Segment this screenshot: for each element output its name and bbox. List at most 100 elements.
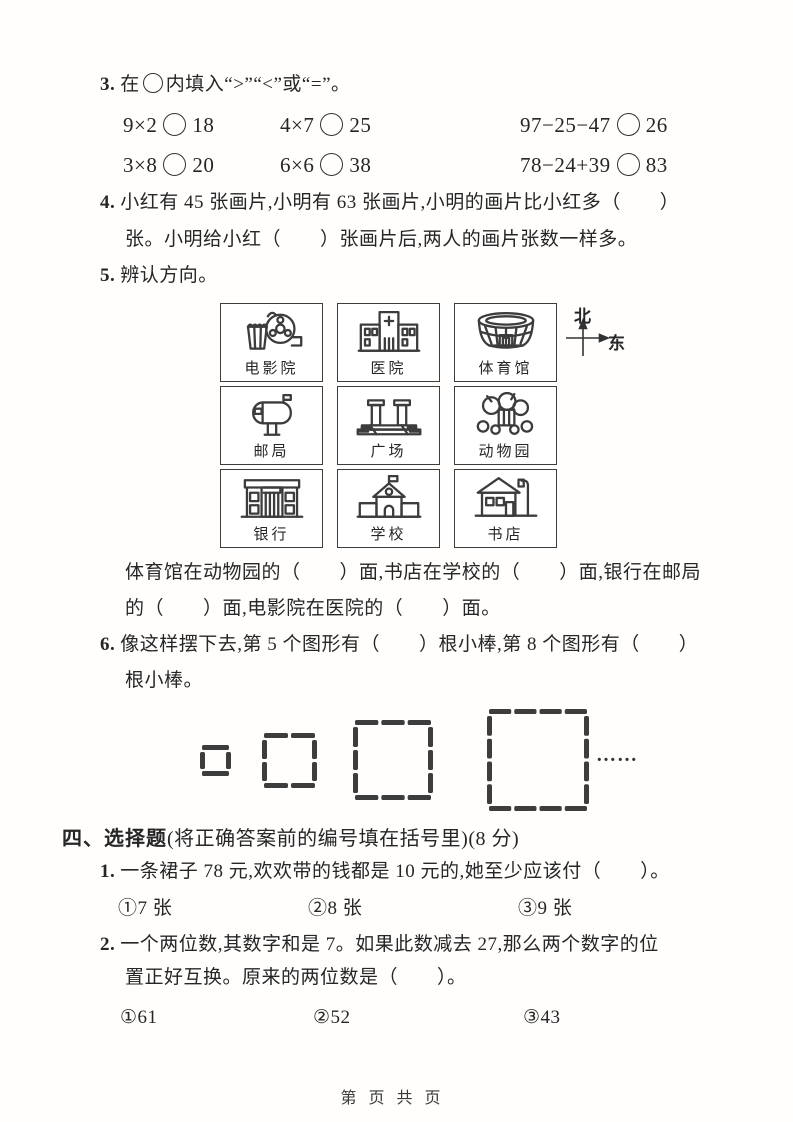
compass-east-label: 东 [608, 334, 625, 353]
q6-text-2: 根小棒。 [125, 670, 204, 691]
bank-icon [221, 470, 322, 528]
expression-left: 4×7 [280, 113, 315, 137]
choice-q2-text-1: 一个两位数,其数字和是 7。如果此数减去 27,那么两个数字的位 [120, 934, 659, 955]
map-cell-zoo: 动物园 [454, 386, 557, 465]
choice-q2-text-2: 置正好互换。原来的两位数是（ ）。 [125, 967, 467, 988]
expression-right: 18 [192, 113, 215, 137]
compass-cross-icon [566, 317, 611, 356]
answer-circle [163, 113, 187, 136]
matchstick-square [353, 720, 433, 800]
choice-q2-line-2: 置正好互换。原来的两位数是（ ）。 [125, 966, 467, 990]
zoo-icon [455, 387, 556, 445]
section4-header: 四、选择题(将正确答案前的编号填在括号里)(8 分) [62, 822, 519, 851]
expression-right: 83 [645, 153, 668, 177]
q5-title: 辨认方向。 [120, 265, 218, 286]
answer-circle [320, 113, 344, 136]
comparison-item: 4×7 25 [280, 113, 371, 138]
q6-line-1: 6.像这样摆下去,第 5 个图形有（ ）根小棒,第 8 个图形有（ ） [100, 633, 698, 657]
map-cell-stadium: 体育馆 [454, 303, 557, 382]
expression-right: 20 [192, 153, 215, 177]
q4-line-2: 张。小明给小红（ ）张画片后,两人的画片张数一样多。 [125, 228, 637, 252]
q5-fill-text-1: 体育馆在动物园的（ ）面,书店在学校的（ ）面,银行在邮局 [125, 562, 702, 583]
expression-right: 38 [349, 153, 372, 177]
q5-fill-line-2: 的（ ）面,电影院在医院的（ ）面。 [125, 597, 501, 621]
matchstick-square [487, 709, 589, 811]
expression-right: 26 [645, 113, 668, 137]
q6-line-2: 根小棒。 [125, 669, 203, 693]
comparison-item: 97−25−47 26 [520, 113, 668, 138]
q6-text-1: 像这样摆下去,第 5 个图形有（ ）根小棒,第 8 个图形有（ ） [120, 634, 699, 655]
expression-left: 9×2 [123, 113, 158, 137]
answer-circle [616, 153, 640, 176]
q4-text-1: 小红有 45 张画片,小明有 63 张画片,小明的画片比小红多（ ） [120, 192, 680, 213]
map-cell-school: 学校 [337, 469, 440, 548]
q6-number: 6. [100, 634, 116, 655]
choice-q2-option-1: ①61 [120, 1007, 158, 1028]
q3-number: 3. [100, 74, 116, 95]
matchstick-square [262, 733, 317, 788]
q5-title-line: 5.辨认方向。 [100, 264, 218, 288]
comparison-item: 9×2 18 [123, 113, 214, 138]
plaza-icon [338, 387, 439, 445]
map-cell-hospital: 医院 [337, 303, 440, 382]
choice-q1-line: 1.一条裙子 78 元,欢欢带的钱都是 10 元的,她至少应该付（ ）。 [100, 860, 670, 884]
choice-q1-option-1: ①7 张 [118, 898, 173, 919]
map-cell-plaza: 广场 [337, 386, 440, 465]
choice-q2-line-1: 2.一个两位数,其数字和是 7。如果此数减去 27,那么两个数字的位 [100, 933, 659, 957]
q3-prompt: 3.在 内填入“>”“<”或“=”。 [100, 73, 351, 97]
section4-header-note: (将正确答案前的编号填在括号里)(8 分) [167, 828, 520, 850]
choice-q1-option-3: ③9 张 [518, 898, 573, 919]
blank-circle-icon [142, 73, 163, 93]
compass-rose: 北 东 [562, 300, 634, 364]
expression-left: 78−24+39 [520, 153, 611, 177]
map-cell-label: 银行 [253, 527, 290, 543]
answer-circle [616, 113, 640, 136]
map-cell-post-office: 邮局 [220, 386, 323, 465]
expression-left: 6×6 [280, 153, 315, 177]
choice-q1-number: 1. [100, 861, 116, 882]
map-cell-label: 学校 [370, 527, 407, 543]
q4-line-1: 4.小红有 45 张画片,小明有 63 张画片,小明的画片比小红多（ ） [100, 191, 679, 215]
map-cell-label: 医院 [370, 361, 407, 377]
choice-q2-number: 2. [100, 934, 116, 955]
school-icon [338, 470, 439, 528]
pattern-ellipsis: …… [596, 744, 638, 766]
q5-fill-line-1: 体育馆在动物园的（ ）面,书店在学校的（ ）面,银行在邮局 [125, 561, 701, 585]
map-cell-label: 书店 [487, 527, 524, 543]
q3-prompt-before: 在 [120, 74, 140, 95]
map-cell-label: 动物园 [478, 444, 533, 460]
compass-north-label: 北 [574, 307, 591, 326]
map-cell-label: 邮局 [253, 444, 290, 460]
map-cell-bookstore: 书店 [454, 469, 557, 548]
q3-prompt-after: 内填入“>”“<”或“=”。 [165, 74, 351, 95]
expression-left: 3×8 [123, 153, 158, 177]
map-cell-label: 体育馆 [478, 361, 533, 377]
comparison-item: 6×6 38 [280, 153, 371, 178]
bookstore-icon [455, 470, 556, 528]
map-cell-label: 电影院 [244, 361, 299, 377]
q4-text-2: 张。小明给小红（ ）张画片后,两人的画片张数一样多。 [125, 229, 638, 250]
answer-circle [320, 153, 344, 176]
choice-q2-option-2: ②52 [313, 1007, 351, 1028]
choice-q1-text: 一条裙子 78 元,欢欢带的钱都是 10 元的,她至少应该付（ ）。 [120, 861, 670, 882]
page-footer: 第页共页 [340, 1090, 453, 1107]
q5-fill-text-2: 的（ ）面,电影院在医院的（ ）面。 [125, 598, 501, 619]
direction-map-grid: 电影院 医院 体育馆 邮局 广场 动物园 银行 学校 [220, 303, 557, 548]
hospital-icon [338, 304, 439, 362]
stadium-icon [455, 304, 556, 362]
mailbox-icon [221, 387, 322, 445]
answer-circle [163, 153, 187, 176]
q4-number: 4. [100, 192, 116, 213]
q5-number: 5. [100, 265, 116, 286]
expression-right: 25 [349, 113, 372, 137]
choice-q1-option-2: ②8 张 [308, 898, 363, 919]
cinema-icon [221, 304, 322, 362]
expression-left: 97−25−47 [520, 113, 611, 137]
map-cell-cinema: 电影院 [220, 303, 323, 382]
map-cell-bank: 银行 [220, 469, 323, 548]
choice-q2-option-3: ③43 [523, 1007, 561, 1028]
section4-header-title: 四、选择题 [62, 828, 167, 850]
comparison-item: 3×8 20 [123, 153, 214, 178]
matchstick-square [200, 745, 231, 776]
